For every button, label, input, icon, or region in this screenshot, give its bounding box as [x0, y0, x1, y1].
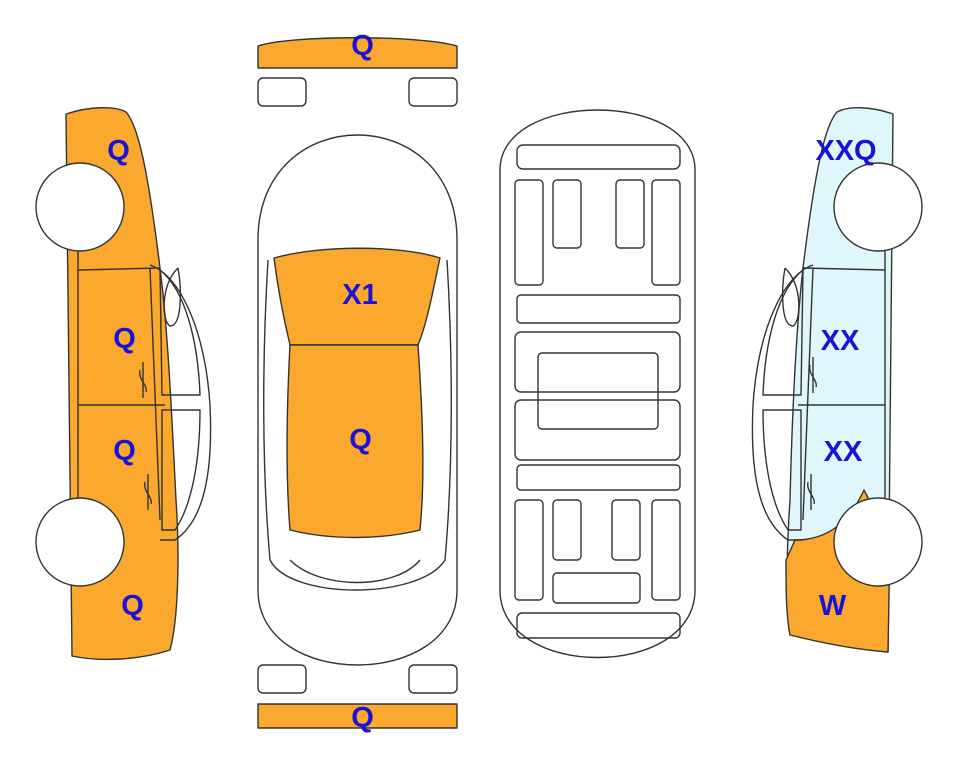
right-rear-door-label: XX — [823, 436, 863, 468]
right-front-fender-label: XXQ — [815, 135, 877, 167]
left-front-wheel — [35, 162, 125, 252]
hood-shape — [273, 247, 441, 346]
front-bumper-shape — [257, 37, 458, 69]
right-front-wheel — [833, 162, 923, 252]
hood-label: X1 — [342, 279, 378, 311]
left-rear-door-label: Q — [113, 435, 136, 467]
left-front-door-label: Q — [113, 323, 136, 355]
roof-shape — [286, 344, 424, 539]
rear-bumper-label: Q — [351, 702, 374, 734]
right-rear-quarter-label: W — [818, 590, 847, 622]
left-rear-quarter-label: Q — [121, 590, 144, 622]
rear-bumper-shape — [257, 703, 458, 729]
top-view — [257, 37, 458, 729]
left-side-view — [35, 107, 212, 661]
left-front-fender-label: Q — [107, 135, 130, 167]
right-rear-wheel — [833, 497, 923, 587]
underbody-view — [499, 109, 696, 659]
right-side-view — [751, 107, 923, 653]
right-front-door-label: XX — [820, 325, 860, 357]
roof-label: Q — [349, 424, 372, 456]
left-rear-wheel — [35, 497, 125, 587]
front-bumper-label: Q — [351, 30, 374, 62]
